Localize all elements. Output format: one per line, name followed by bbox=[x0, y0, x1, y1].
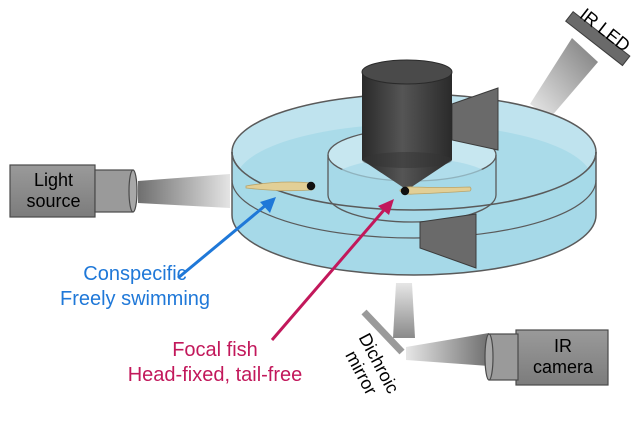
light-source-device bbox=[9, 164, 138, 218]
front-screen bbox=[419, 213, 477, 269]
outer-dish-front-rim bbox=[231, 151, 597, 211]
dichroic-mirror bbox=[361, 309, 405, 355]
ir-led-beam bbox=[530, 38, 598, 118]
focal-fish bbox=[399, 186, 472, 196]
conspecific-label-line1: Conspecific bbox=[83, 263, 187, 285]
objective-lens bbox=[361, 59, 453, 188]
ir-beam-vertical bbox=[393, 283, 415, 338]
conspecific-arrow-icon bbox=[177, 197, 276, 280]
conspecific-label: Conspecific Freely swimming bbox=[40, 262, 230, 312]
ir-led-device bbox=[565, 11, 631, 67]
light-source-label-line2: source bbox=[26, 191, 81, 211]
ir-camera-device bbox=[484, 329, 609, 386]
focal-arrow-icon bbox=[270, 199, 394, 341]
ir-camera-label-line2: camera bbox=[532, 357, 594, 377]
light-source-label-line1: Light bbox=[33, 170, 74, 190]
ir-beam-horizontal bbox=[406, 333, 489, 366]
conspecific-fish bbox=[245, 181, 316, 192]
light-source-beam bbox=[138, 174, 230, 208]
focal-fish-label-line1: Focal fish bbox=[172, 339, 258, 361]
focal-fish-label-line2: Head-fixed, tail-free bbox=[127, 364, 303, 386]
conspecific-label-line2: Freely swimming bbox=[59, 288, 211, 310]
ir-camera-label: IR camera bbox=[518, 336, 608, 378]
focal-fish-label: Focal fish Head-fixed, tail-free bbox=[105, 338, 325, 388]
light-source-label: Light source bbox=[12, 170, 95, 212]
ir-camera-label-line1: IR bbox=[554, 336, 572, 356]
